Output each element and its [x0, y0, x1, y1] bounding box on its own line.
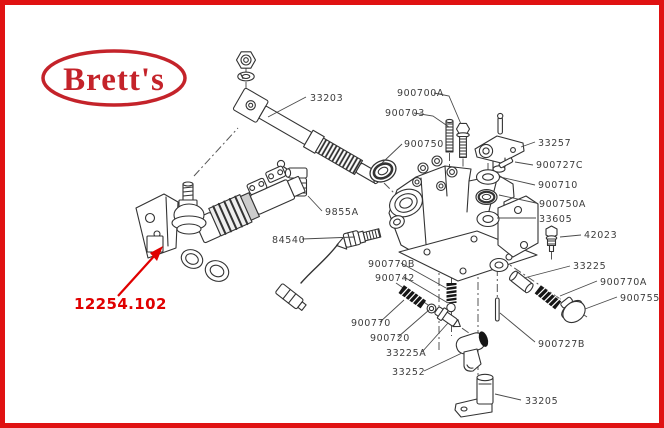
part-label-900720: 900720 [370, 333, 410, 344]
part-900755-plug [560, 296, 586, 324]
part-33205-shaft [454, 373, 494, 418]
part-33252-lever [455, 331, 489, 372]
part-900750A-bushing [475, 189, 498, 206]
part-label-33205: 33205 [525, 396, 558, 407]
part-label-900727B: 900727B [538, 339, 585, 350]
part-label-33257: 33257 [538, 138, 571, 149]
part-900770A-spring [534, 285, 562, 310]
part-900700A-bolt [455, 122, 471, 159]
part-84540-sensor [275, 228, 382, 312]
centerline [193, 127, 239, 177]
highlight-arrow-line [117, 253, 157, 297]
part-label-900755: 900755 [620, 293, 660, 304]
highlight-callout: 12254.102 [74, 246, 167, 313]
part-900727B-pin [494, 297, 500, 322]
part-label-9855A: 9855A [325, 207, 359, 218]
part-900770-spring [398, 285, 427, 309]
logo-oval [41, 49, 187, 107]
part-label-900770A: 900770A [600, 277, 647, 288]
part-label-33252: 33252 [392, 367, 425, 378]
part-label-900770: 900770 [351, 318, 391, 329]
part-label-900750: 900750 [404, 139, 444, 150]
part-900742-ball [446, 302, 456, 313]
part-900770B-spring [445, 283, 458, 303]
part-label-900700A: 900700A [397, 88, 444, 99]
part-900727C-pin [498, 157, 514, 169]
part-label-900703: 900703 [385, 108, 425, 119]
part-900703-stud [445, 118, 454, 153]
part-label-900742: 900742 [375, 273, 415, 284]
centerline [383, 182, 395, 194]
part-label-900750A: 900750A [539, 199, 586, 210]
part-900720-ring [426, 303, 437, 314]
part-nut-and-washer [235, 51, 257, 82]
part-label-33225A: 33225A [386, 348, 426, 359]
part-33225-cylinder [508, 270, 534, 294]
part-label-42023: 42023 [584, 230, 617, 241]
part-33225A-pin [434, 306, 461, 328]
brand-logo: Brett's [41, 49, 187, 107]
leader-lines [267, 92, 618, 401]
part-label-900710: 900710 [538, 180, 578, 191]
part-label-33203: 33203 [310, 93, 343, 104]
logo-text: Brett's [63, 62, 165, 98]
part-33203-shaft [232, 87, 382, 185]
part-labels: 33203 900700A 900703 900750 33257 900727… [272, 88, 660, 407]
highlight-part-number: 12254.102 [74, 295, 167, 313]
highlight-arrowhead [150, 246, 163, 261]
part-label-900770B: 900770B [368, 259, 415, 270]
part-label-900727C: 900727C [536, 160, 583, 171]
part-900750-seal [369, 159, 397, 183]
part-label-33225: 33225 [573, 261, 606, 272]
part-label-33605: 33605 [539, 214, 572, 225]
part-pump-assembly [135, 165, 306, 282]
part-900710-washer [475, 169, 501, 185]
part-42023-plug [545, 225, 558, 253]
part-label-84540: 84540 [272, 235, 305, 246]
